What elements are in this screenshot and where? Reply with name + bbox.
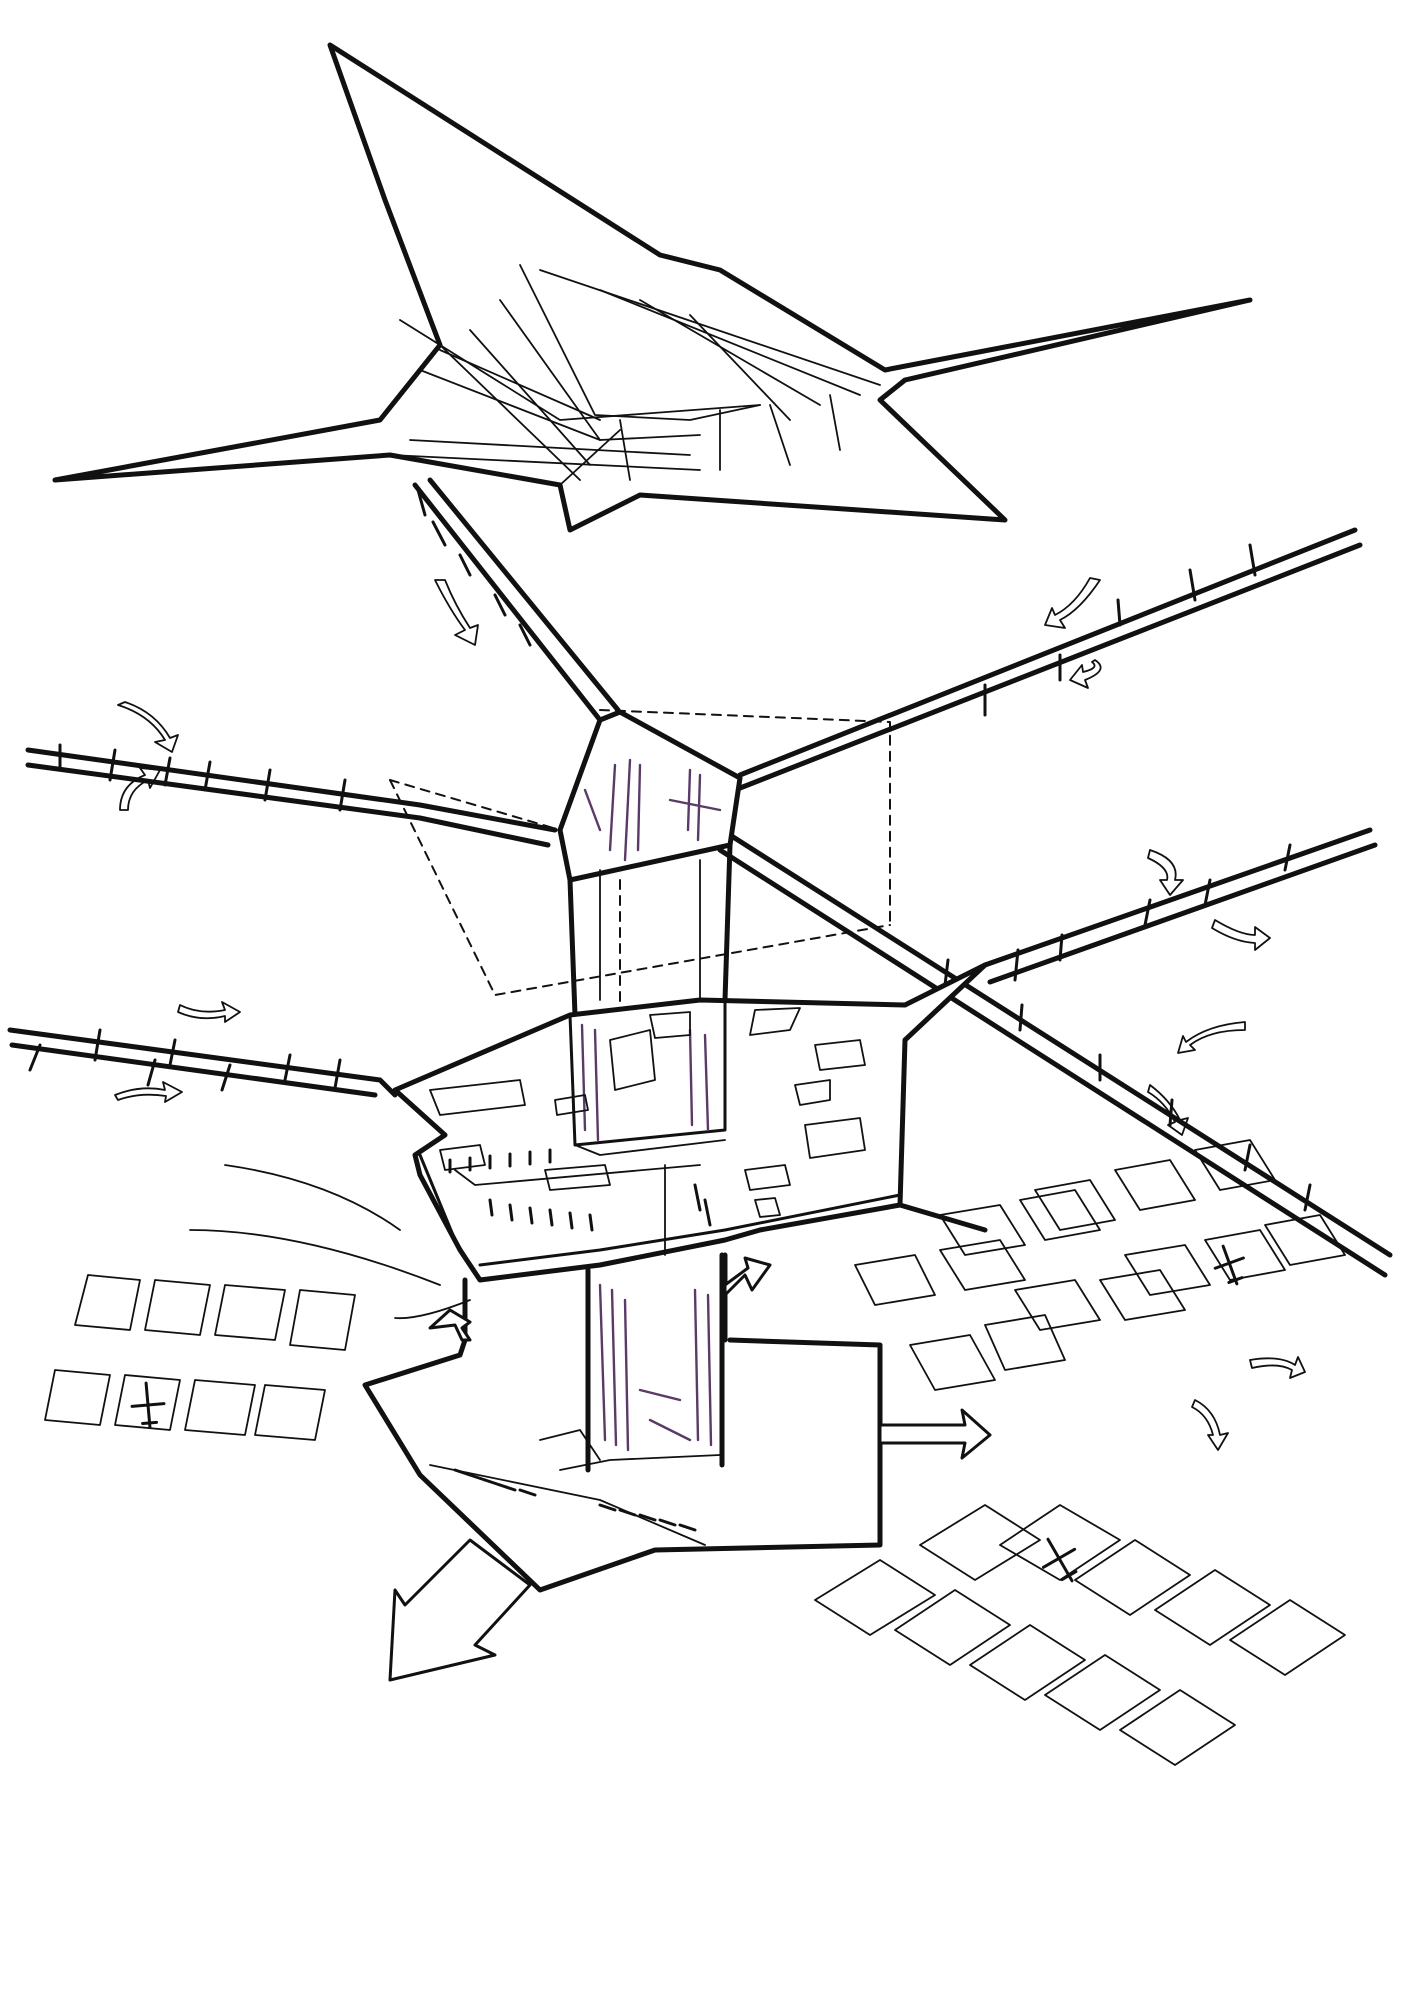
arrivals-level bbox=[362, 1252, 883, 1593]
aircraft-stands-right-upper bbox=[854, 1139, 1346, 1391]
aircraft-stands-right-lower bbox=[814, 1504, 1346, 1766]
airplane-icon bbox=[1041, 1537, 1078, 1583]
passenger-flow-arrows bbox=[114, 577, 1306, 1682]
aircraft-stands-left bbox=[44, 1274, 356, 1441]
airplane-icon bbox=[1213, 1244, 1245, 1286]
departures-level bbox=[7, 962, 988, 1283]
star-roof bbox=[52, 42, 1253, 533]
access-roads bbox=[189, 1164, 471, 1320]
airplane-icon bbox=[130, 1381, 166, 1429]
